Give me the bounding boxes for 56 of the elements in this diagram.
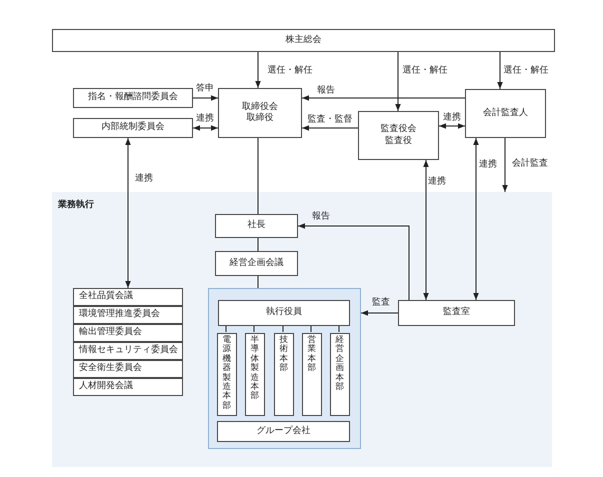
- arrow: [502, 138, 508, 192]
- edge-label: 報告: [311, 210, 331, 222]
- execution-band: [52, 192, 552, 467]
- arrow: [125, 138, 131, 288]
- edge-label: 監査: [371, 296, 391, 308]
- connector-line: [310, 324, 312, 332]
- arrow: [255, 52, 261, 88]
- arrow: [438, 123, 466, 129]
- org-box: 執行役員: [218, 300, 350, 326]
- committee-cell: 輸出管理委員会: [73, 324, 183, 342]
- committee-cell: 全社品質会議: [73, 288, 183, 306]
- group-panel: [208, 288, 361, 449]
- division-box: 経営企画本部: [330, 333, 350, 416]
- org-box: 経営企画会議: [215, 251, 298, 276]
- edge-label: 連携: [134, 172, 154, 184]
- org-box: グループ会社: [217, 421, 350, 442]
- org-box: 内部統制委員会: [73, 118, 193, 138]
- edge-label: 会計監査: [511, 156, 549, 170]
- committee-cell: 安全衛生委員会: [73, 360, 183, 378]
- arrow: [192, 125, 218, 131]
- division-box: 営業本部: [302, 333, 322, 416]
- arrow: [423, 160, 429, 300]
- edge-label: 報告: [316, 84, 336, 96]
- arrow: [302, 95, 466, 101]
- org-box: 株主総会: [52, 29, 555, 52]
- edge-label: 連携: [442, 110, 462, 124]
- org-box: 取締役会取締役: [218, 88, 302, 138]
- arrow: [298, 223, 410, 300]
- arrow: [497, 52, 503, 90]
- arrow: [302, 125, 358, 131]
- section-heading: 業務執行: [58, 198, 94, 211]
- org-box: 監査役会監査役: [358, 111, 439, 160]
- edge-label: 連携: [195, 112, 215, 124]
- division-box: 半導体製造本部: [245, 333, 265, 416]
- arrow: [360, 310, 398, 316]
- committee-cell: 情報セキュリティ委員会: [73, 342, 183, 360]
- org-box: 指名・報酬諮問委員会: [73, 88, 193, 108]
- division-box: 電源機器製造本部: [217, 333, 237, 416]
- edge-label: 監査・監督: [306, 112, 354, 126]
- connector-line: [338, 324, 340, 332]
- edge-label: 答申: [195, 82, 215, 94]
- org-box: 社長: [215, 214, 298, 238]
- org-box: 監査室: [398, 300, 515, 326]
- connector-line: [282, 324, 284, 332]
- arrow: [395, 52, 401, 112]
- edge-label: 連携: [478, 158, 498, 170]
- committee-cell: 環境管理推進委員会: [73, 306, 183, 324]
- edge-label: 選任・解任: [266, 64, 314, 76]
- org-box: 会計監査人: [465, 89, 546, 138]
- edge-label: 連携: [427, 174, 447, 188]
- committee-cell: 人材開発会議: [73, 378, 183, 396]
- division-box: 技術本部: [274, 333, 294, 416]
- arrow: [473, 138, 479, 300]
- edge-label: 選任・解任: [402, 64, 448, 76]
- arrow: [192, 95, 218, 101]
- edge-label: 選任・解任: [502, 64, 550, 76]
